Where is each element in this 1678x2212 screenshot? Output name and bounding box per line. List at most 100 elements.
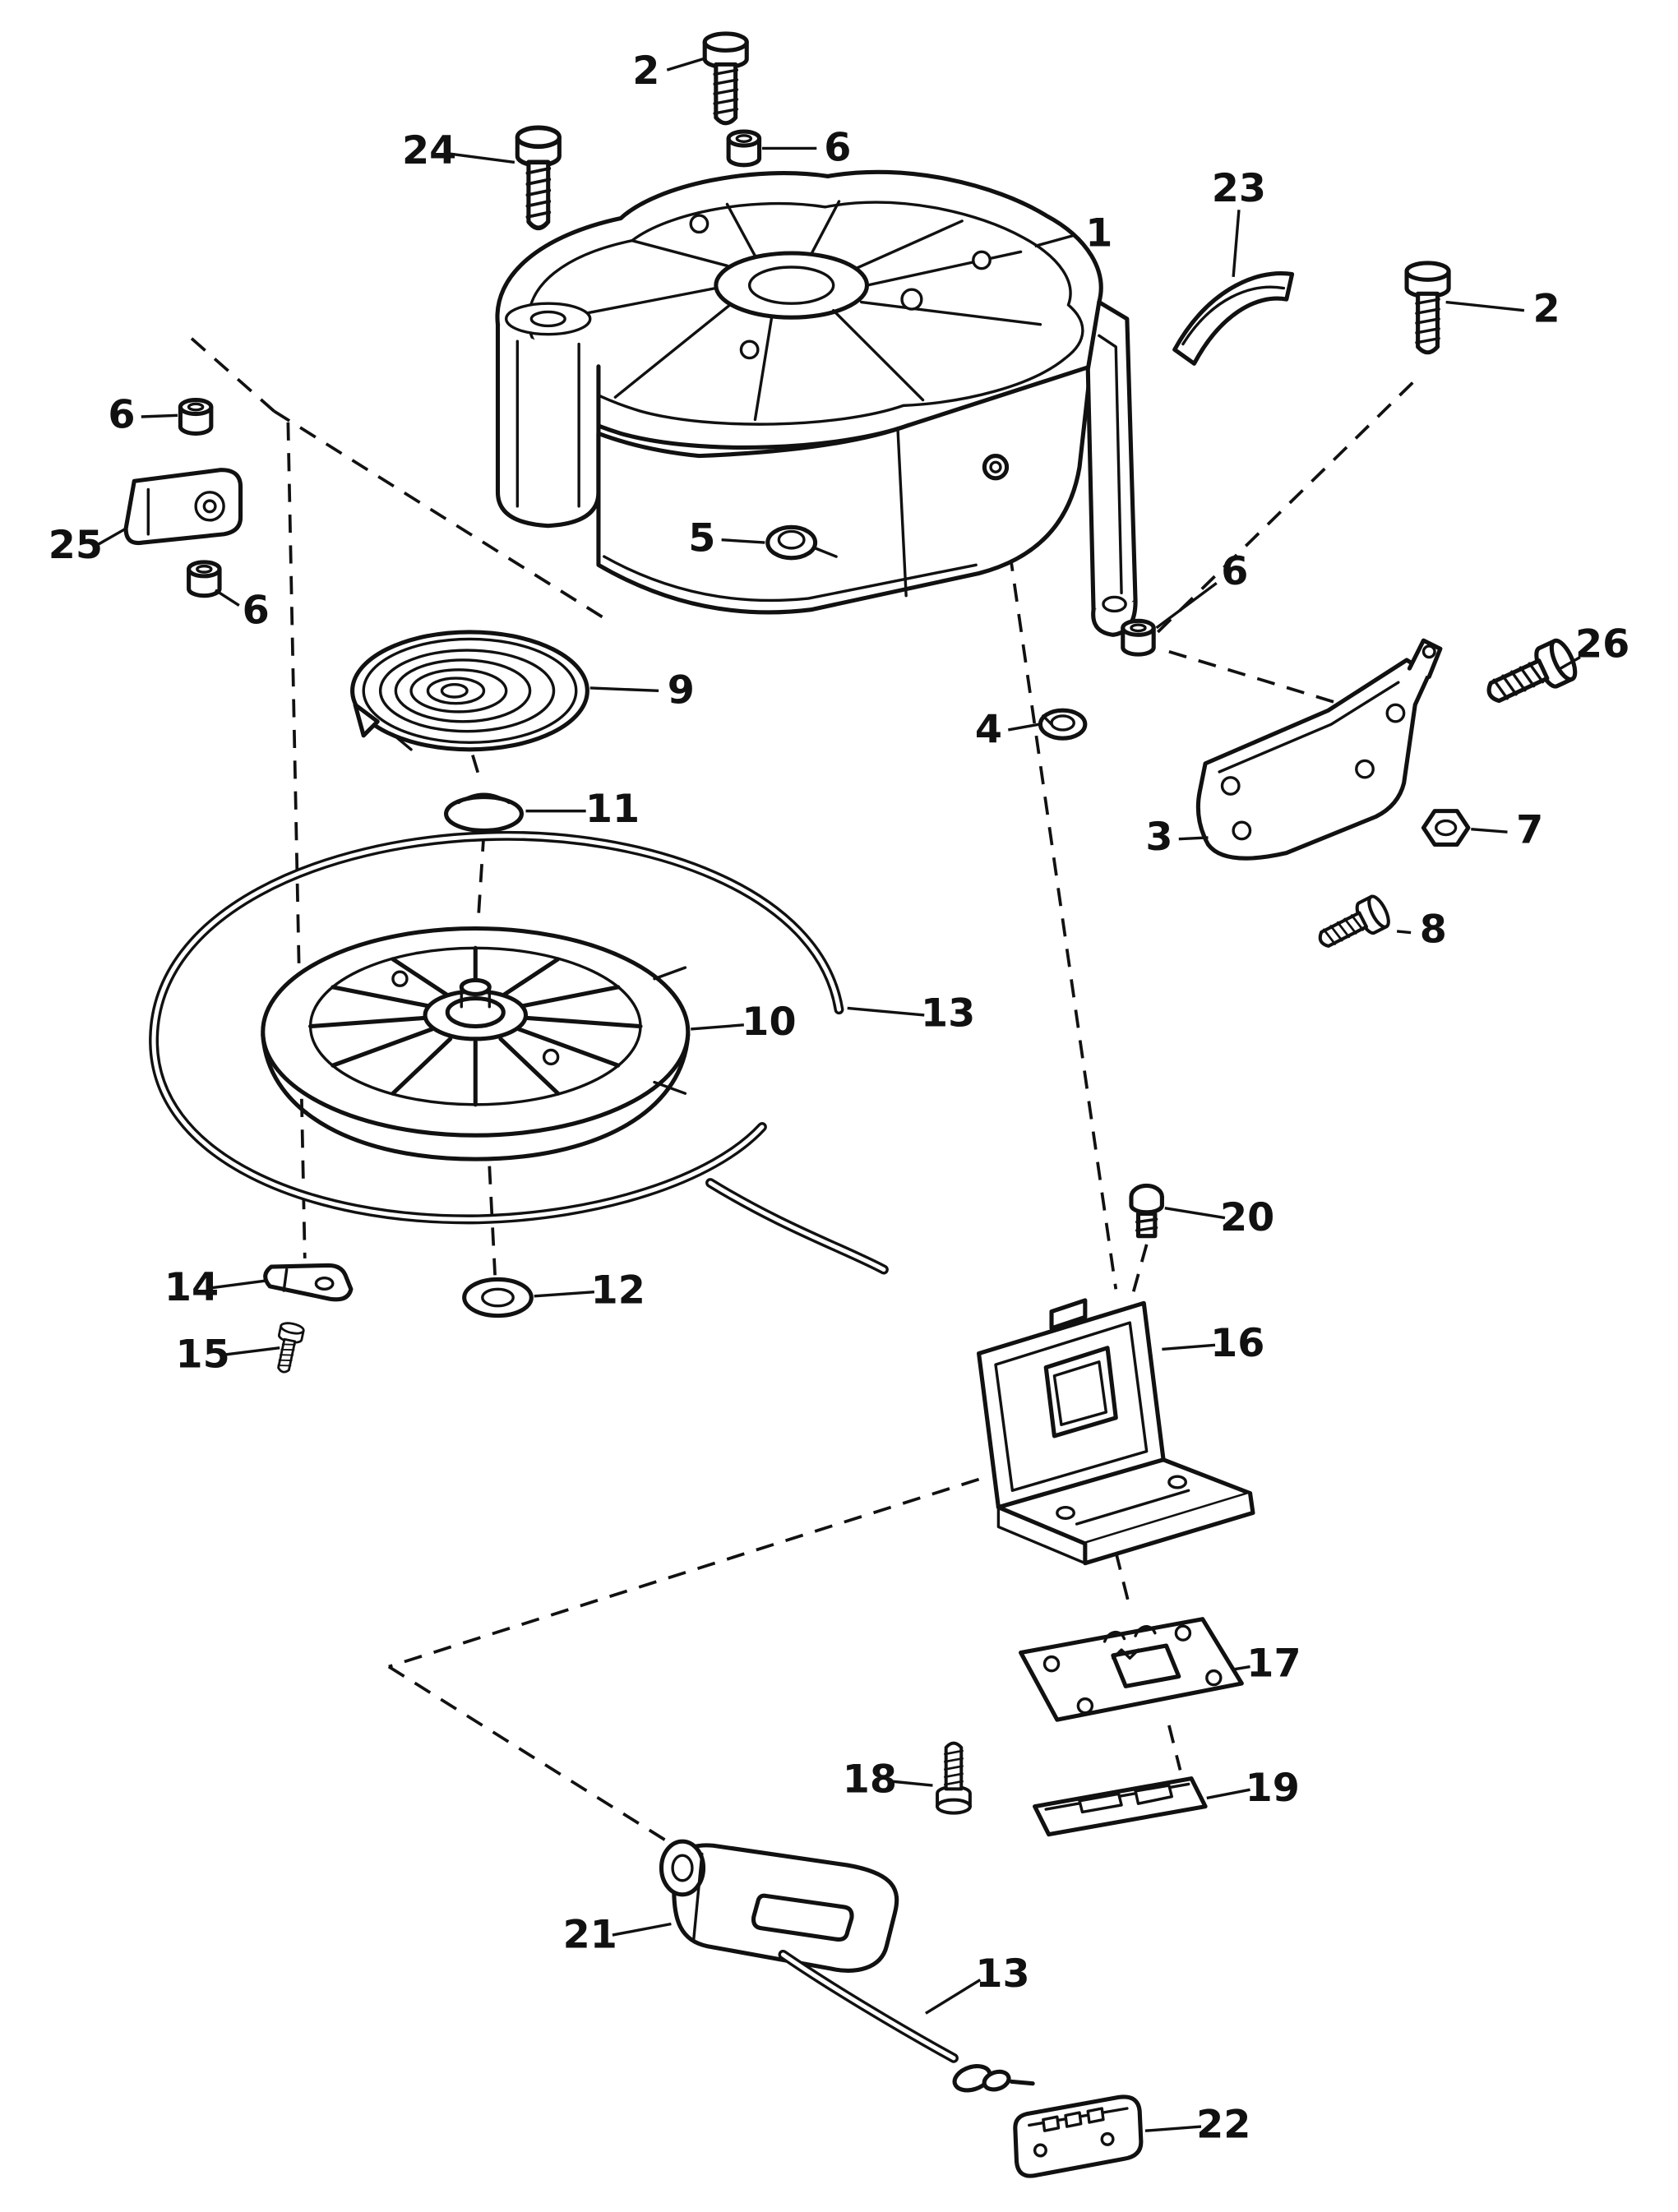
part-18-screw: [936, 1741, 972, 1815]
callout-16: 16: [1162, 1321, 1264, 1366]
callouts: 2 24 6 1 23 2 6 25: [49, 48, 1630, 2148]
callout-6-right-label: 6: [1221, 549, 1248, 594]
callout-13-lower-label: 13: [975, 1951, 1029, 1997]
callout-19-label: 19: [1246, 1766, 1300, 1811]
callout-11: 11: [525, 787, 640, 832]
callout-18-label: 18: [843, 1757, 897, 1803]
callout-3: 3: [1145, 815, 1209, 860]
pulley-hub: [423, 977, 529, 1041]
callout-21: 21: [563, 1912, 672, 1957]
callout-18: 18: [843, 1757, 933, 1803]
housing-top-ribs: [541, 200, 1042, 422]
housing-right-arm: [1085, 299, 1138, 637]
part-14-rope-anchor: [263, 1263, 354, 1302]
callout-10-label: 10: [742, 1000, 796, 1045]
callout-11-label: 11: [585, 787, 640, 832]
callout-2-right: 2: [1445, 286, 1560, 331]
part-8-bolt: [1313, 894, 1392, 956]
callout-12-label: 12: [591, 1268, 645, 1313]
callout-22: 22: [1144, 2103, 1250, 2148]
callout-9-label: 9: [668, 668, 695, 713]
callout-1-label: 1: [1085, 210, 1112, 256]
callout-23-label: 23: [1212, 166, 1266, 211]
part-6-bushing-right: [1123, 621, 1153, 654]
callout-13-upper: 13: [847, 991, 975, 1037]
callout-8-label: 8: [1420, 907, 1447, 953]
callout-22-label: 22: [1196, 2103, 1250, 2148]
callout-19: 19: [1206, 1766, 1300, 1811]
callout-5-label: 5: [688, 515, 715, 561]
callout-14-label: 14: [164, 1265, 219, 1310]
callout-20: 20: [1164, 1195, 1274, 1240]
part-23-curved-strip: [1172, 271, 1295, 366]
rope-knot: [952, 2064, 1035, 2093]
callout-17: 17: [1232, 1641, 1301, 1686]
callout-26-label: 26: [1575, 622, 1629, 667]
part-12-washer: [462, 1277, 534, 1318]
part-9-recoil-spring: [350, 630, 589, 752]
callout-3-label: 3: [1145, 815, 1172, 860]
part-11-cap: [444, 792, 524, 833]
part-24-screw: [517, 127, 559, 228]
callout-6-left-upper-label: 6: [108, 393, 135, 438]
part-2-screw-top: [705, 34, 747, 123]
callout-4: 4: [975, 707, 1040, 752]
callout-15-label: 15: [175, 1332, 229, 1378]
pulley-fins: [308, 945, 643, 1107]
part-26-screw: [1481, 637, 1579, 713]
part-1-starter-housing: [495, 169, 1138, 637]
callout-26: 26: [1560, 622, 1629, 670]
part-2-screw-right: [1407, 263, 1449, 353]
part-7-hex-nut: [1421, 809, 1471, 847]
callout-25: 25: [49, 523, 127, 568]
part-17-mount-plate: [1019, 1617, 1244, 1722]
callout-6-left-lower: 6: [215, 589, 270, 634]
callout-9: 9: [589, 668, 695, 713]
assembly-dashed-lines: [190, 337, 1422, 1861]
housing-left-leg: [495, 302, 601, 529]
callout-13-lower: 13: [925, 1951, 1030, 2015]
part-19-strip-plate: [1033, 1776, 1208, 1837]
part-22-rope-guide: [1013, 2094, 1144, 2178]
callout-23: 23: [1212, 166, 1266, 278]
part-6-bushing-left-lower: [189, 562, 220, 596]
callout-4-label: 4: [975, 707, 1002, 752]
part-13-starter-rope-lower: [778, 1949, 1035, 2093]
callout-14: 14: [164, 1265, 266, 1310]
callout-7-label: 7: [1516, 808, 1543, 853]
callout-24-label: 24: [402, 128, 456, 173]
callout-2-right-label: 2: [1533, 286, 1560, 331]
callout-6-top-label: 6: [824, 126, 851, 171]
part-21-starter-handle: [659, 1839, 899, 1973]
callout-24: 24: [402, 128, 515, 173]
callout-2-top: 2: [632, 48, 705, 94]
callout-1: 1: [1034, 210, 1112, 256]
callout-6-top: 6: [761, 126, 851, 171]
part-3-bracket: [1195, 638, 1443, 861]
callout-25-label: 25: [49, 523, 103, 568]
part-20-screw: [1129, 1183, 1164, 1239]
part-16-stop-bracket: [977, 1298, 1255, 1566]
callout-6-left-lower-label: 6: [243, 589, 270, 634]
part-4-wave-washer: [1038, 708, 1088, 741]
part-6-bushing-left-upper: [180, 400, 210, 434]
callout-20-label: 20: [1220, 1195, 1274, 1240]
callout-8: 8: [1396, 907, 1447, 953]
callout-13-upper-label: 13: [921, 991, 975, 1037]
callout-17-label: 17: [1246, 1641, 1301, 1686]
callout-15: 15: [175, 1332, 280, 1378]
callout-16-label: 16: [1210, 1321, 1264, 1366]
part-6-bushing-top: [728, 132, 759, 165]
callout-12: 12: [534, 1268, 645, 1313]
part-5-grommet: [765, 524, 838, 561]
callout-6-right: 6: [1155, 549, 1248, 630]
callout-2-top-label: 2: [632, 48, 659, 94]
housing-front-apron: [596, 364, 1093, 615]
housing-center-opening: [714, 251, 870, 320]
part-25-clamp: [123, 468, 243, 546]
callout-6-left-upper: 6: [108, 393, 178, 438]
callout-5: 5: [688, 515, 765, 561]
callout-21-label: 21: [563, 1912, 617, 1957]
